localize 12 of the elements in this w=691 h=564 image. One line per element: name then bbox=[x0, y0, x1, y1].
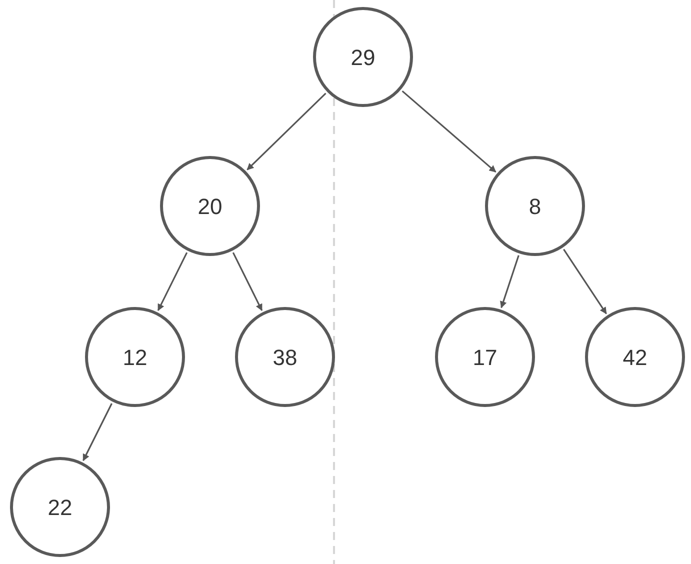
node-value: 20 bbox=[198, 192, 222, 220]
node-value: 17 bbox=[472, 344, 498, 372]
node-value: 22 bbox=[48, 494, 72, 522]
arrow bbox=[246, 92, 326, 170]
arrow bbox=[563, 248, 607, 314]
node-value: 29 bbox=[350, 44, 376, 72]
node-value: 8 bbox=[528, 192, 542, 220]
arrow bbox=[500, 255, 520, 308]
node-value: 42 bbox=[622, 344, 648, 372]
arrow bbox=[402, 90, 496, 173]
node-value: 12 bbox=[122, 344, 148, 372]
node-value: 38 bbox=[272, 344, 298, 372]
